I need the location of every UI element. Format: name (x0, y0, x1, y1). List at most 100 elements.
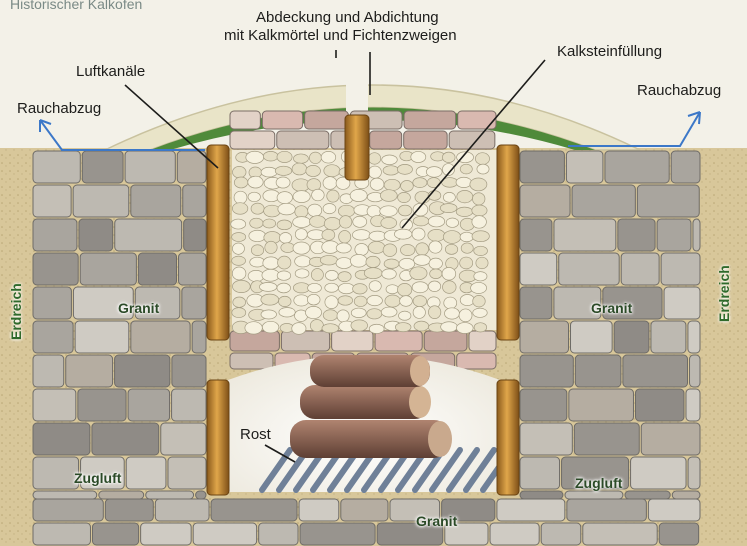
limestone-pebble (428, 216, 444, 227)
stone-block (690, 355, 700, 387)
limestone-pebble (395, 323, 411, 332)
stone-block (648, 499, 700, 521)
stone-block (33, 151, 80, 183)
stone-block (92, 423, 159, 455)
air-channel-pipe-right-top (497, 145, 519, 340)
limestone-pebble (428, 306, 440, 319)
limestone-pebble (232, 280, 250, 292)
limestone-pebble (414, 255, 431, 266)
stone-block (375, 331, 422, 351)
limestone-pebble (310, 320, 323, 332)
stone-block (183, 185, 206, 217)
stone-block (33, 491, 97, 499)
stone-block (131, 321, 190, 353)
limestone-pebble (399, 258, 415, 269)
stone-block (161, 423, 206, 455)
limestone-pebble (413, 178, 427, 188)
stone-block (230, 353, 273, 369)
stone-block (424, 331, 467, 351)
stone-block (75, 321, 129, 353)
limestone-pebble (400, 244, 414, 255)
stone-block (177, 151, 206, 183)
limestone-pebble (324, 217, 340, 230)
limestone-pebble (234, 191, 247, 204)
log (290, 420, 450, 458)
label-granite-left: Granit (118, 300, 159, 316)
limestone-pebble (430, 269, 442, 279)
limestone-pebble (263, 151, 278, 161)
limestone-pebble (385, 295, 401, 307)
limestone-pebble (277, 220, 292, 230)
stone-block (184, 219, 206, 251)
limestone-pebble (460, 295, 474, 306)
limestone-pebble (336, 243, 351, 253)
limestone-pebble (428, 281, 440, 291)
limestone-pebble (320, 255, 337, 265)
stone-block (693, 219, 700, 251)
stone-block (605, 151, 669, 183)
limestone-pebble (250, 257, 265, 267)
stone-block (520, 185, 570, 217)
stone-block (230, 131, 275, 149)
stone-block (33, 423, 90, 455)
stone-block (66, 355, 113, 387)
label-draft-left: Zugluft (74, 470, 121, 486)
stone-block (33, 185, 71, 217)
limestone-pebble (324, 165, 340, 177)
stone-block (192, 321, 206, 353)
label-soil-left: Erdreich (8, 283, 24, 340)
stone-block (571, 321, 613, 353)
limestone-pebble (397, 164, 412, 174)
limestone-pebble (265, 241, 277, 253)
limestone-pebble (277, 283, 291, 293)
stone-block (259, 523, 298, 545)
stone-block (569, 389, 634, 421)
air-channel-pipe-left-bottom (207, 380, 229, 495)
limestone-pebble (309, 216, 325, 228)
limestone-pebble (338, 283, 354, 293)
limestone-pebble (472, 216, 487, 229)
stone-block (664, 287, 700, 319)
label-grate: Rost (240, 426, 271, 443)
limestone-pebble (251, 245, 263, 256)
limestone-pebble (367, 295, 382, 305)
limestone-pebble (246, 151, 264, 163)
stone-block (33, 253, 78, 285)
limestone-pebble (278, 256, 291, 269)
limestone-pebble (368, 153, 380, 165)
limestone-pebble (322, 229, 335, 240)
limestone-pebble (350, 254, 367, 267)
limestone-pebble (232, 232, 246, 241)
limestone-pebble (412, 228, 425, 240)
stone-block (128, 389, 170, 421)
limestone-pebble (277, 151, 292, 162)
stone-block (105, 499, 153, 521)
stone-block (566, 151, 603, 183)
limestone-pebble (384, 179, 400, 190)
limestone-pebble (367, 309, 382, 319)
left-granite-wall (33, 151, 206, 499)
stone-block (404, 131, 447, 149)
stone-block (623, 355, 688, 387)
stone-block (661, 253, 700, 285)
limestone-pebble (232, 308, 246, 318)
label-limestone-fill: Kalksteinfüllung (557, 43, 662, 60)
limestone-pebble (250, 218, 263, 228)
limestone-pebble (411, 151, 426, 162)
stone-block (172, 355, 206, 387)
label-cover-line2: mit Kalkmörtel und Fichtenzweigen (224, 27, 457, 44)
stone-block (126, 457, 166, 489)
limestone-pebble (473, 295, 486, 307)
limestone-pebble (460, 164, 472, 174)
limestone-pebble (380, 190, 397, 202)
limestone-pebble (292, 323, 306, 335)
stone-block (73, 185, 129, 217)
stone-block (155, 499, 209, 521)
stone-block (520, 287, 552, 319)
limestone-pebble (279, 296, 292, 306)
stone-block (146, 491, 194, 499)
stone-block (457, 353, 496, 369)
stone-block (657, 219, 691, 251)
limestone-pebble (355, 243, 368, 255)
limestone-pebble (441, 322, 458, 332)
